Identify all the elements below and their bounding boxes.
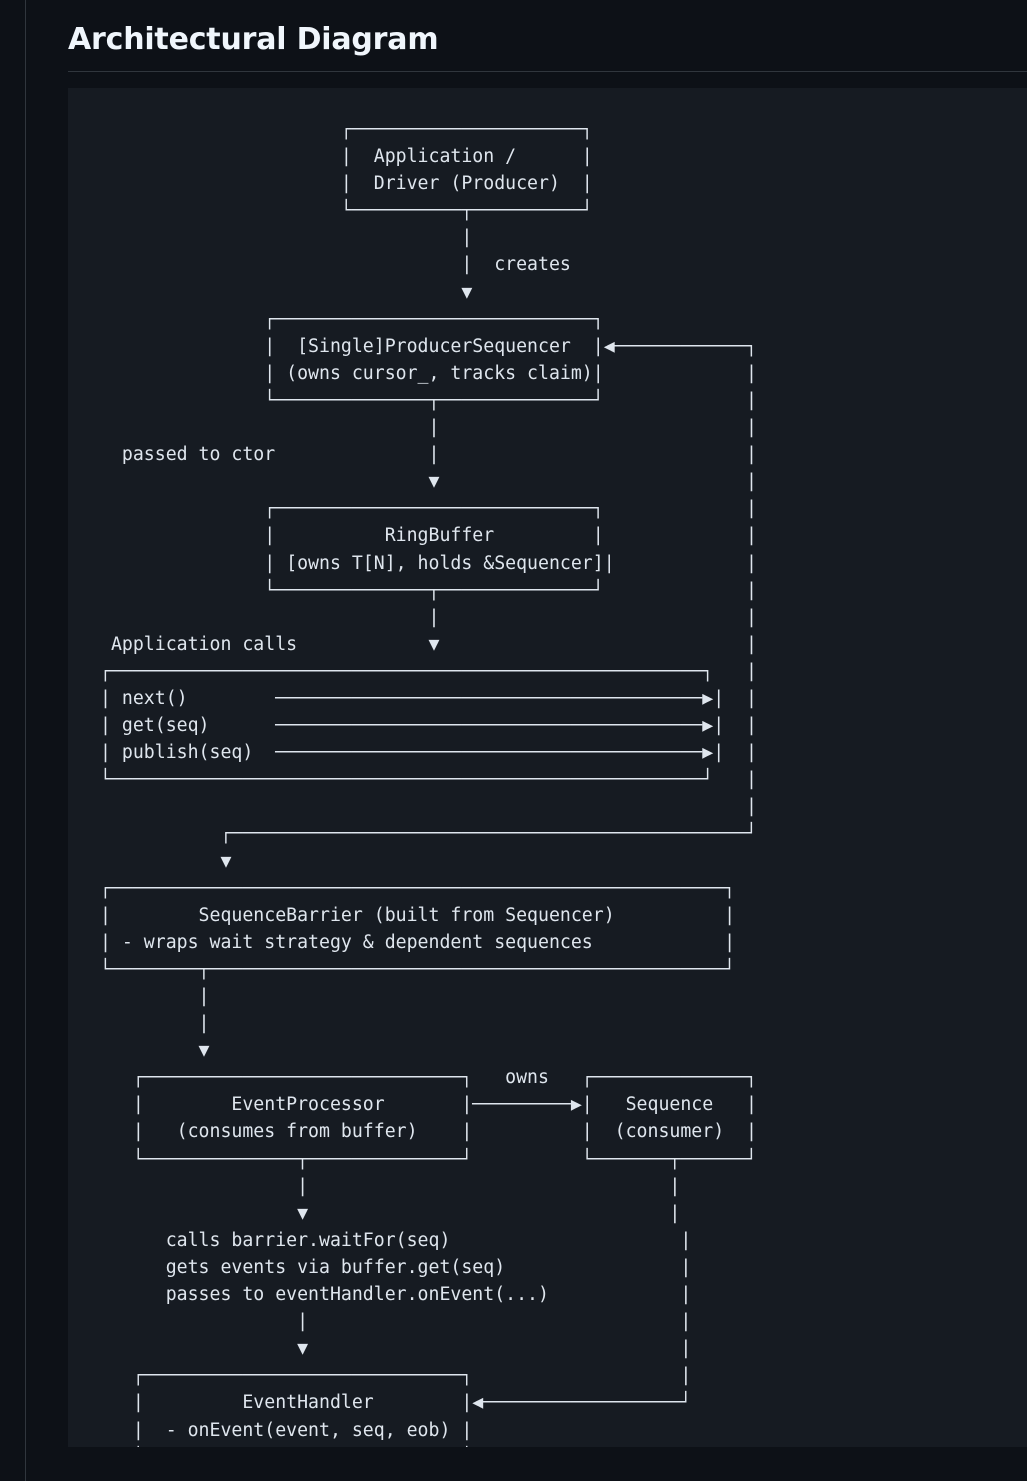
ascii-architecture-diagram: ┌─────────────────────┐ | Application / … (100, 119, 757, 1447)
architecture-diagram-code-block: ┌─────────────────────┐ | Application / … (68, 88, 1027, 1447)
title-divider (68, 71, 1027, 72)
page-title: Architectural Diagram (68, 22, 439, 57)
page-container: Architectural Diagram ┌─────────────────… (26, 0, 1027, 1481)
left-edge-rail (25, 0, 26, 1481)
